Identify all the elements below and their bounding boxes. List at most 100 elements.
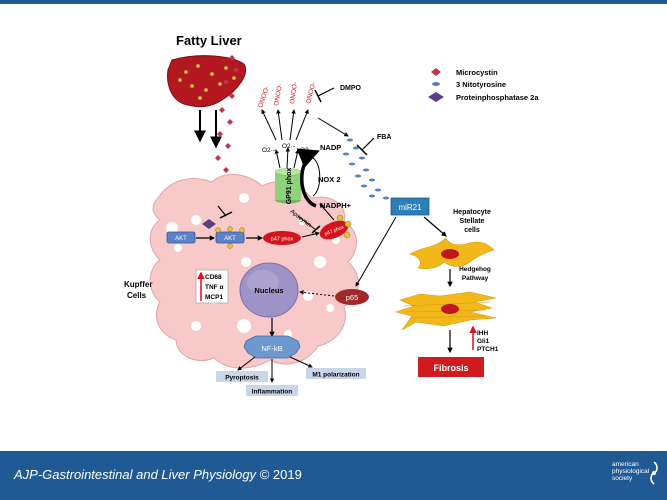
o2-label-1: O2·- — [262, 147, 275, 154]
marker-mcp1: MCP1 — [205, 294, 223, 301]
kupffer-label-2: Cells — [127, 291, 147, 300]
journal-title: AJP-Gastrointestinal and Liver Physiolog… — [14, 467, 302, 482]
akt-phospho-dots — [215, 226, 245, 249]
nitrotyrosine-particle — [342, 152, 350, 156]
microcystin-particle — [223, 79, 229, 85]
nadph-label: NADPH+ — [320, 201, 352, 210]
akt-box-left — [166, 231, 196, 244]
mir21-to-stellate-arrow — [423, 216, 447, 237]
p47-translocation-arrow — [301, 231, 320, 238]
microcystin-particle — [233, 67, 239, 73]
microcystin-particle — [217, 131, 223, 137]
microcystin-particle — [227, 119, 233, 125]
fba-inhibit-line — [361, 137, 375, 151]
dmpo-inhibit-line — [317, 87, 335, 97]
fba-label: FBA — [377, 134, 391, 141]
legend-microcystin-icon — [431, 68, 441, 76]
marker-ihh: IHH — [477, 330, 489, 337]
nfkb-shape — [243, 335, 301, 359]
marker-cd68: CD68 — [205, 274, 222, 281]
hepatocyte-label-2: Stellate — [460, 218, 485, 225]
mir21-box — [390, 197, 430, 216]
m1-label: M1 polarization — [312, 372, 359, 379]
copyright: © 2019 — [259, 467, 302, 482]
pyroptosis-box — [216, 371, 268, 382]
gp91-label: GP91 phox — [286, 168, 293, 205]
microcystin-particle — [229, 55, 235, 61]
onoo-to-nitro-arrow — [317, 117, 349, 137]
liver-spots — [178, 64, 236, 100]
kupffer-label-1: Kupffer — [124, 280, 152, 289]
p47-phospho-dots — [336, 214, 352, 239]
nitrotyrosine-particle — [374, 188, 382, 192]
fba-inhibit-bar — [356, 144, 368, 156]
hedgehog-label-1: Hedgehog — [459, 266, 491, 273]
microcystin-particle — [225, 143, 231, 149]
mir21-label: miR21 — [398, 203, 422, 212]
marker-ptch1: PTCH1 — [477, 346, 499, 353]
nitrotyrosine-particle — [382, 196, 390, 200]
kupffer-vacuoles — [166, 193, 340, 338]
onoo-label-1: ONOO- — [257, 86, 270, 109]
microcystin-particle — [229, 93, 235, 99]
nitrotyrosine-particle — [346, 138, 354, 142]
p65 — [335, 289, 369, 305]
nucleus-highlight — [247, 270, 279, 294]
p47-right — [319, 220, 349, 240]
inflammation-box — [246, 385, 298, 396]
onoo-label-4: ONOO- — [305, 81, 317, 104]
nfkb-to-pyroptosis-arrow — [237, 356, 256, 371]
legend-nitrotyrosine-label: 3 Nitotyrosine — [456, 80, 506, 89]
marker-gli1: Gli1 — [477, 338, 490, 345]
gp91-body — [275, 172, 301, 200]
stellate-nucleus-activated — [441, 304, 459, 314]
nucleus-label: Nucleus — [254, 286, 283, 295]
stellate-nucleus-quiescent — [441, 249, 459, 259]
inflammation-label: Inflammation — [252, 389, 292, 396]
p47-to-nox-arrow — [319, 203, 335, 221]
nitrotyrosine-particle — [368, 194, 376, 198]
pyroptosis-label: Pyroptosis — [225, 375, 259, 382]
p47-left — [263, 231, 301, 245]
m1-box — [306, 368, 366, 379]
onoo-label-3: ONOO- — [289, 81, 299, 104]
nadp-label: NADP — [320, 143, 341, 152]
diagram-title: Fatty Liver — [176, 33, 242, 48]
akt-label-right: AKT — [224, 236, 236, 242]
legend-nitrotyrosine-icon — [432, 82, 440, 86]
hepatocyte-label-3: cells — [464, 227, 480, 234]
society-word-3: society — [612, 475, 633, 482]
legend-pp2a-icon — [428, 92, 444, 102]
nitrotyrosine-trail — [342, 138, 390, 200]
p65-label: p65 — [346, 293, 359, 302]
microcystin-particle — [223, 167, 229, 173]
dmpo-inhibit-bar — [314, 89, 322, 103]
nitrotyrosine-particle — [354, 174, 362, 178]
p65-to-nucleus-arrow — [299, 290, 335, 297]
society-word-1: american — [612, 461, 639, 468]
o2-label-2: O2·- — [282, 143, 295, 150]
onoo-label-2: ONOO- — [273, 83, 284, 106]
mc-inhibit-bar — [219, 211, 233, 219]
legend-microcystin-label: Microcystin — [456, 68, 498, 77]
nfkb-label: NF-kB — [261, 344, 282, 353]
nitrotyrosine-particle — [358, 156, 366, 160]
society-name: american physiological society — [612, 461, 650, 482]
microcystin-particle — [215, 155, 221, 161]
marker-tnf: TNF α — [205, 284, 223, 291]
hedgehog-label-2: Pathway — [462, 275, 489, 282]
apocynin-inhibit-bar — [311, 225, 321, 234]
nfkb-to-m1-arrow — [289, 356, 313, 368]
nox2-label: NOX 2 — [318, 175, 341, 184]
nitrotyrosine-particle — [362, 168, 370, 172]
fibrosis-box — [418, 357, 484, 377]
mir21-to-p65-arrow — [355, 216, 397, 287]
nitrotyrosine-particle — [368, 178, 376, 182]
apocynin-inhibit-line — [297, 215, 317, 231]
hepatocyte-label-1: Hepatocyte — [453, 209, 491, 216]
top-rule — [0, 0, 667, 4]
akt-label-left: AKT — [175, 236, 187, 242]
nitrotyrosine-particle — [360, 184, 368, 188]
society-word-2: physiological — [612, 468, 650, 475]
footer-bar: AJP-Gastrointestinal and Liver Physiolog… — [0, 451, 667, 500]
